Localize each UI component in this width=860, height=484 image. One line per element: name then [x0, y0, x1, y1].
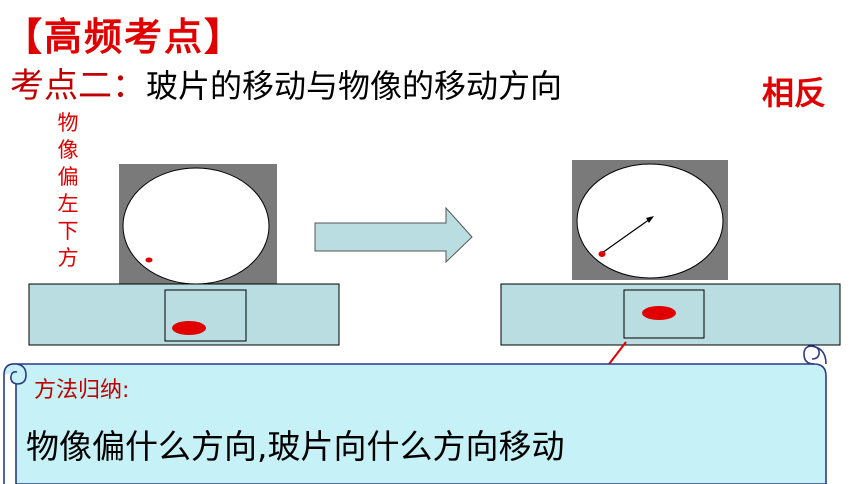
right-slide	[623, 289, 705, 339]
topic-line: 考点二：玻片的移动与物像的移动方向	[10, 58, 563, 106]
right-specimen	[642, 306, 676, 320]
left-view-circle	[122, 167, 270, 285]
side-note: 物像偏左下方	[57, 111, 79, 270]
right-image-dot	[598, 251, 606, 257]
left-stage	[28, 283, 340, 346]
method-label: 方法归纳:	[34, 378, 130, 403]
microscope-diagram	[3, 160, 841, 484]
heading: 【高频考点】	[4, 14, 245, 59]
left-image-dot	[145, 257, 153, 263]
left-specimen	[172, 321, 206, 335]
move-direction-line	[601, 218, 651, 254]
topic-label: 考点二：	[10, 66, 146, 106]
left-slide	[164, 289, 247, 342]
topic-text: 玻片的移动与物像的移动方向	[146, 67, 563, 105]
topic-answer: 相反	[762, 74, 827, 112]
method-scroll	[3, 345, 827, 484]
move-direction-arrowhead-icon	[646, 216, 654, 223]
transition-arrow-icon	[314, 206, 473, 264]
method-summary: 物像偏什么方向,玻片向什么方向移动	[26, 427, 565, 466]
